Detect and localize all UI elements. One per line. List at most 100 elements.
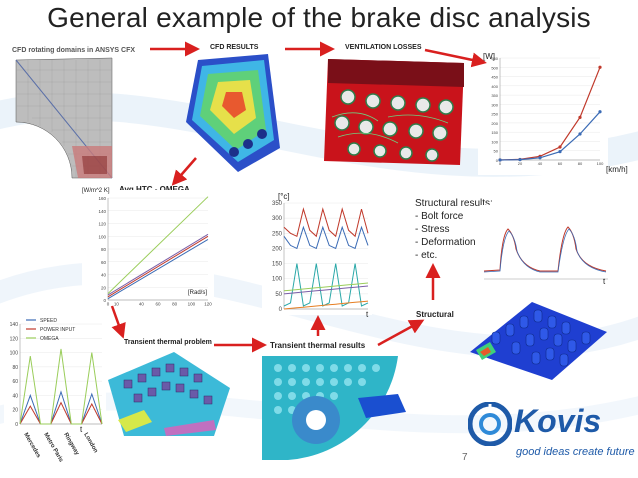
y-tick-label: 550 xyxy=(491,56,498,61)
series-line-3 xyxy=(283,282,369,292)
legend-label: OMEGA xyxy=(40,336,59,342)
data-point xyxy=(598,110,602,114)
y-tick-label: 200 xyxy=(491,121,498,126)
htc-x-unit: [Rad/s] xyxy=(188,290,208,296)
avg-htc-label: Avg.HTC - OMEGA xyxy=(119,185,190,194)
structural-image xyxy=(470,302,607,380)
y-tick-label: 160 xyxy=(98,196,106,201)
series-line-0 xyxy=(107,196,209,294)
structural-item-bolt: - Bolt force xyxy=(415,211,464,222)
x-tick-label: 80 xyxy=(578,161,583,166)
y-tick-label: 350 xyxy=(272,201,283,207)
transient-results-label: Transient thermal results xyxy=(270,341,366,350)
data-point xyxy=(558,145,562,149)
y-tick-label: 50 xyxy=(494,149,499,154)
legend-label: POWER INPUT xyxy=(40,327,75,333)
structural-label: Structural xyxy=(416,310,454,319)
series-line-4 xyxy=(283,285,369,295)
data-point xyxy=(598,65,602,69)
htc-y-unit: [W/m^2 K] xyxy=(82,188,110,194)
series-line-5 xyxy=(283,300,369,310)
y-tick-label: 200 xyxy=(272,246,283,252)
ventilation-label: VENTILATION LOSSES xyxy=(345,44,422,51)
logo-name: Kovis xyxy=(514,403,602,439)
structural-series-blue xyxy=(483,228,607,273)
speed-x-unit: t xyxy=(80,425,83,434)
y-tick-label: 100 xyxy=(10,351,19,357)
x-tick-label: 60 xyxy=(155,302,161,307)
x-tick-label: 100 xyxy=(597,161,604,166)
y-tick-label: 40 xyxy=(12,393,18,399)
x-tick-label: 80 xyxy=(172,302,178,307)
legend-label: SPEED xyxy=(40,318,57,324)
y-tick-label: 120 xyxy=(10,336,19,342)
transient-problem-label: Transient thermal problem xyxy=(124,339,212,346)
y-tick-label: 400 xyxy=(491,84,498,89)
y-tick-label: 250 xyxy=(491,112,498,117)
y-tick-label: 150 xyxy=(491,130,498,135)
series-line-2 xyxy=(283,263,369,307)
x-tick-label: 0 xyxy=(107,302,110,307)
y-tick-label: 60 xyxy=(12,379,18,385)
series-line-0 xyxy=(19,390,103,425)
cfd-results-image xyxy=(186,54,280,172)
y-tick-label: 80 xyxy=(12,365,18,371)
y-tick-label: 300 xyxy=(272,216,283,222)
y-tick-label: 300 xyxy=(491,102,498,107)
arrow-results-to-htc xyxy=(171,157,197,186)
y-tick-label: 100 xyxy=(98,234,106,239)
y-tick-label: 140 xyxy=(98,209,106,214)
y-tick-label: 0 xyxy=(279,307,283,313)
data-point xyxy=(498,158,502,162)
logo-tagline: good ideas create future xyxy=(516,446,635,458)
ventilation-y-unit: [W] xyxy=(483,52,495,61)
y-tick-label: 450 xyxy=(491,75,498,80)
structural-item-etc: - etc. xyxy=(415,250,438,261)
structural-item-stress: - Stress xyxy=(415,224,450,235)
x-tick-label: 40 xyxy=(538,161,543,166)
series-line-1 xyxy=(19,401,103,425)
data-point xyxy=(558,150,562,154)
y-tick-label: 100 xyxy=(272,277,283,283)
y-tick-label: 500 xyxy=(491,65,498,70)
y-tick-label: 140 xyxy=(10,322,19,328)
kovis-logo-icon xyxy=(468,402,512,446)
temperature-y-unit: [°c] xyxy=(278,192,290,201)
y-tick-label: 100 xyxy=(491,139,498,144)
structural-results-text: Structural results: - Bolt force - Stres… xyxy=(415,197,493,262)
transient-results-image xyxy=(262,356,406,460)
structural-series-red xyxy=(483,226,607,272)
arrow-htc-to-problem xyxy=(110,305,126,339)
x-tick-label: 120 xyxy=(204,302,212,307)
x-tick-label: 20 xyxy=(518,161,523,166)
x-tick-label: 60 xyxy=(558,161,563,166)
series-line-1 xyxy=(283,225,369,250)
y-tick-label: 40 xyxy=(101,273,107,278)
cfd-mesh-image xyxy=(15,57,113,179)
y-tick-label: 50 xyxy=(275,292,282,298)
structural-item-deformation: - Deformation xyxy=(415,237,476,248)
y-tick-label: 120 xyxy=(98,222,106,227)
structural-results-heading: Structural results: xyxy=(415,198,493,209)
cfd-results-label: CFD RESULTS xyxy=(210,44,259,51)
cfd-domains-label: CFD rotating domains in ANSYS CFX xyxy=(12,47,136,54)
temperature-x-unit: t xyxy=(366,310,369,319)
x-tick-label: 0 xyxy=(499,161,502,166)
x-tick-label: 40 xyxy=(139,302,145,307)
series-line-2 xyxy=(107,235,209,298)
structural-x-unit: t xyxy=(603,277,606,286)
series-line-0 xyxy=(283,207,369,238)
x-tick-label: 10 xyxy=(114,302,120,307)
data-point xyxy=(578,132,582,136)
data-point xyxy=(578,115,582,119)
y-tick-label: 80 xyxy=(101,247,107,252)
arrow-results-to-structural xyxy=(377,319,425,347)
y-tick-label: 60 xyxy=(101,260,107,265)
series-line-1 xyxy=(499,111,601,161)
